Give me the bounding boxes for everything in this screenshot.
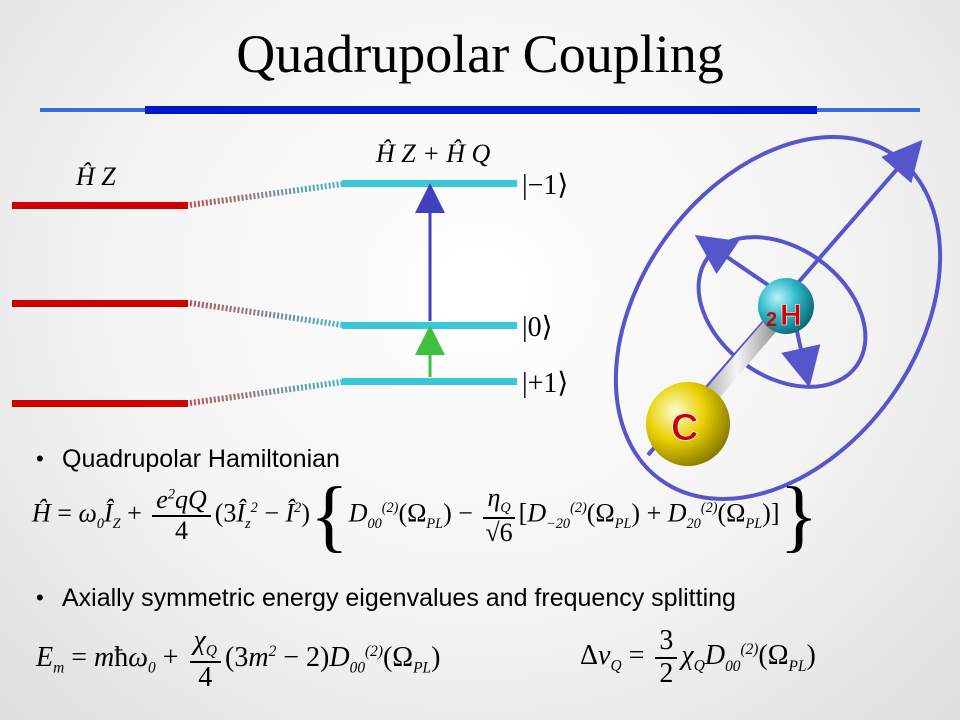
connector-upper bbox=[189, 181, 343, 208]
label-hz: Ĥ Z bbox=[75, 162, 116, 191]
bullet-eigenvalues-text: Axially symmetric energy eigenvalues and… bbox=[62, 584, 736, 612]
zeeman-levels bbox=[12, 202, 188, 407]
zeeman-level-lower bbox=[12, 400, 188, 407]
deuterium-atom bbox=[758, 278, 814, 334]
bullet-dot: • bbox=[36, 446, 44, 471]
zeeman-level-upper bbox=[12, 202, 188, 209]
carbon-atom bbox=[646, 382, 730, 466]
deuterium-symbol: H bbox=[780, 299, 802, 332]
ket-0: |0⟩ bbox=[522, 312, 553, 343]
ket-plus1: |+1⟩ bbox=[522, 368, 568, 399]
bullet-hamiltonian: • Quadrupolar Hamiltonian bbox=[36, 444, 340, 474]
slide-title: Quadrupolar Coupling bbox=[236, 24, 724, 84]
ket-minus1: |−1⟩ bbox=[522, 170, 568, 201]
quad-level-minus1 bbox=[342, 180, 517, 187]
connector-middle bbox=[189, 300, 343, 328]
zeeman-level-middle bbox=[12, 300, 188, 307]
bullet-dot: • bbox=[36, 585, 44, 610]
bullet-eigenvalues: • Axially symmetric energy eigenvalues a… bbox=[36, 583, 736, 613]
quad-level-plus1 bbox=[342, 378, 517, 385]
bullet-hamiltonian-text: Quadrupolar Hamiltonian bbox=[62, 445, 340, 473]
carbon-symbol: C bbox=[671, 407, 698, 449]
title-underline-inner bbox=[145, 106, 817, 114]
quad-level-0 bbox=[342, 322, 517, 329]
connector-lower bbox=[189, 379, 343, 406]
level-connectors bbox=[189, 181, 343, 406]
deuterium-mass: 2 bbox=[766, 309, 777, 331]
label-hz-hq: Ĥ Z + Ĥ Q bbox=[375, 139, 491, 168]
